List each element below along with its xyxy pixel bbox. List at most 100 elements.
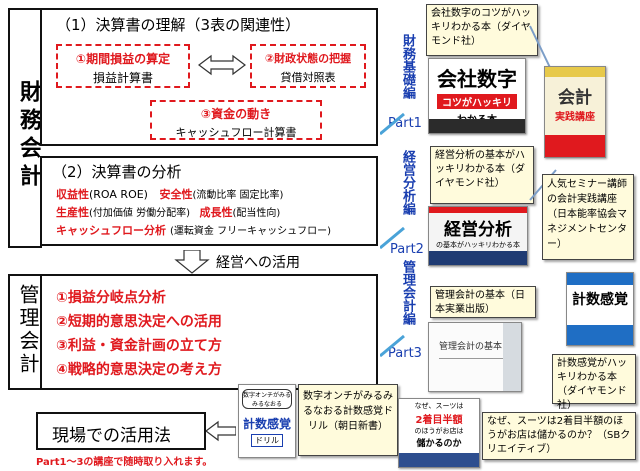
arrow-icon — [379, 226, 405, 250]
analysis-row-1: 収益性(ROA ROE) 安全性(流動比率 固定比率) — [56, 186, 283, 202]
bs-title: ②財政状態の把握 — [264, 52, 352, 65]
book2-note-text: 経営分析の基本がハッキリわかる本（ダイヤモンド社） — [435, 150, 525, 189]
cf-box: ③資金の動き キャッシュフロー計算書 — [150, 100, 322, 140]
suit-cover-band — [399, 453, 479, 467]
suit-note: なぜ、スーツは2着目半額のほうがお店は儲かるのか？（SBクリエイティブ） — [482, 412, 636, 460]
financial-accounting-label-box: 財務会計 — [8, 8, 42, 248]
down-arrow — [172, 249, 212, 274]
book1-cover: 会社数字 コツがハッキリ わかる本 — [428, 58, 526, 134]
drill-cover-sub: ドリル — [251, 434, 283, 447]
book1-note: 会社数字のコツがハッキリわかる本（ダイヤモンド社） — [426, 4, 538, 56]
safety-sub: (流動比率 固定比率) — [192, 190, 284, 201]
book1-cover-sub: コツがハッキリ — [437, 94, 517, 109]
book2-cover-title: 経営分析 — [444, 220, 512, 240]
suit-note-text: なぜ、スーツは2着目半額のほうがお店は儲かるのか？（SBクリエイティブ） — [487, 416, 631, 455]
pl-title: ①期間損益の算定 — [75, 52, 171, 66]
book1-note-text: 会社数字のコツがハッキリわかる本（ダイヤモンド社） — [431, 8, 531, 47]
arrow-to-part2 — [379, 222, 416, 256]
analysis-row-3: キャッシュフロー分析 (運転資金 フリーキャッシュフロー) — [56, 222, 331, 238]
section1-heading: （1）決算書の理解（3表の関連性） — [56, 16, 301, 34]
part3-vertical-label: 管理会計編 — [400, 260, 415, 325]
growth-sub: (配当性向) — [232, 208, 281, 219]
seminar-cover-sub: 実践講座 — [555, 112, 595, 123]
management-item-4: ④戦略的意思決定の考え方 — [56, 362, 222, 378]
seminar-note: 人気セミナー講師の会計実践講座（日本能率協会マネジメントセンター） — [542, 174, 634, 260]
seminar-cover-band — [545, 135, 605, 157]
arrow-to-part1 — [379, 108, 416, 142]
section2-box: （2）決算書の分析 収益性(ROA ROE) 安全性(流動比率 固定比率) 生産… — [40, 156, 378, 246]
cashflow-analysis-sub: (運転資金 フリーキャッシュフロー) — [170, 226, 331, 237]
book2-cover-sub: の基本がハッキリわかる本 — [436, 241, 520, 249]
drill-cover: 数字オンチがみるみるなおる 計数感覚 ドリル — [238, 384, 296, 458]
financial-accounting-label: 財務会計 — [16, 80, 41, 192]
book2-cover-top — [429, 207, 527, 213]
safety-label: 安全性 — [159, 188, 193, 201]
suit-cover-line2: 2着目半額 — [415, 415, 463, 426]
field-note: Part1～3の講座で随時取り入れます。 — [36, 457, 213, 468]
suit-cover-line3: のほうがお店は — [414, 427, 464, 435]
growth-label: 成長性 — [199, 206, 233, 219]
bs-doc: 貸借対照表 — [280, 71, 336, 84]
keisu-note-text: 計数感覚がハッキリわかる本（ダイヤモンド社） — [557, 358, 627, 411]
cf-doc: キャッシュフロー計算書 — [175, 126, 297, 139]
management-accounting-label: 管理会計 — [16, 284, 40, 376]
productivity-sub: (付加価値 労働分配率) — [89, 208, 190, 219]
management-item-3: ③利益・資金計画の立て方 — [56, 338, 222, 354]
seminar-cover-title: 会計 — [558, 88, 592, 108]
drill-cover-title: 計数感覚 — [242, 417, 291, 431]
drill-note: 数字オンチがみるみるなおる計数感覚ドリル（朝日新書） — [298, 384, 398, 456]
part2-vertical-label: 経営分析編 — [400, 150, 415, 215]
part2-label: Part2 — [390, 242, 424, 257]
part1-vertical-label: 財務基礎編 — [400, 34, 415, 99]
analysis-row-2: 生産性(付加価値 労働分配率) 成長性(配当性向) — [56, 204, 280, 220]
arrow-icon — [379, 112, 405, 136]
suit-cover-line1: なぜ、スーツは — [414, 402, 464, 410]
book3-note: 管理会計の基本（日本実業出版） — [430, 286, 536, 318]
bs-box: ②財政状態の把握 貸借対照表 — [250, 44, 366, 88]
keisu-cover: 計数感覚 — [566, 272, 634, 346]
section1-box: （1）決算書の理解（3表の関連性） ①期間損益の算定 損益計算書 ②財政状態の把… — [40, 8, 378, 146]
suit-cover: なぜ、スーツは 2着目半額 のほうがお店は 儲かるのか — [398, 398, 480, 468]
management-label-box: 管理会計 — [8, 274, 42, 390]
book1-cover-title: 会社数字 — [437, 67, 517, 91]
book2-cover-band — [429, 251, 527, 265]
management-item-1: ①損益分岐点分析 — [56, 290, 166, 306]
cashflow-analysis-label: キャッシュフロー分析 — [56, 224, 166, 237]
down-arrow-icon — [174, 249, 210, 274]
cf-title: ③資金の動き — [200, 107, 272, 121]
field-box: 現場での活用法 — [36, 412, 206, 450]
keisu-cover-band — [567, 325, 633, 345]
field-arrow — [205, 420, 237, 442]
profitability-sub: (ROA ROE) — [89, 188, 148, 201]
seminar-cover-top — [545, 67, 605, 77]
arrow-icon — [379, 334, 405, 358]
profitability-label: 収益性 — [56, 188, 89, 201]
section2-heading: （2）決算書の分析 — [52, 163, 182, 181]
suit-cover-line4: 儲かるのか — [416, 439, 462, 449]
book3-cover-line — [439, 358, 511, 359]
pl-bs-double-arrow — [197, 54, 247, 76]
pl-doc: 損益計算書 — [92, 71, 153, 85]
seminar-cover: 会計 実践講座 — [544, 66, 606, 158]
book3-cover-title: 管理会計の基本 — [439, 342, 503, 352]
book3-note-text: 管理会計の基本（日本実業出版） — [435, 290, 525, 315]
keisu-cover-title: 計数感覚 — [572, 292, 628, 308]
seminar-note-text: 人気セミナー講師の会計実践講座（日本能率協会マネジメントセンター） — [547, 179, 627, 250]
management-box: ①損益分岐点分析 ②短期的意思決定への活用 ③利益・資金計画の立て方 ④戦略的意… — [40, 274, 378, 390]
pl-box: ①期間損益の算定 損益計算書 — [56, 44, 190, 88]
book3-cover: 管理会計の基本 — [428, 322, 522, 392]
double-arrow-icon — [198, 54, 246, 76]
part3-label: Part3 — [388, 346, 422, 361]
productivity-label: 生産性 — [56, 206, 89, 219]
drill-cover-bubble: 数字オンチがみるみるなおる — [242, 389, 292, 409]
arrow-to-part3 — [379, 330, 416, 364]
book1-cover-band — [429, 119, 525, 133]
keisu-note: 計数感覚がハッキリわかる本（ダイヤモンド社） — [552, 354, 636, 411]
book2-note: 経営分析の基本がハッキリわかる本（ダイヤモンド社） — [430, 146, 534, 204]
transition-label: 経営への活用 — [216, 255, 300, 271]
field-title: 現場での活用法 — [52, 426, 171, 446]
keisu-cover-top — [567, 273, 633, 285]
book2-cover: 経営分析 の基本がハッキリわかる本 — [428, 206, 528, 266]
management-item-2: ②短期的意思決定への活用 — [56, 314, 222, 330]
drill-note-text: 数字オンチがみるみるなおる計数感覚ドリル（朝日新書） — [303, 391, 393, 432]
